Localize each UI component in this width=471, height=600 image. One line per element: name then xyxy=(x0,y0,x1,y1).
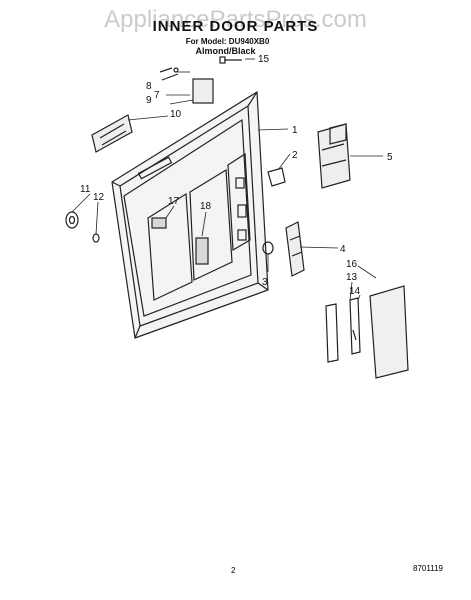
callout-18: 18 xyxy=(200,201,212,212)
callout-16: 16 xyxy=(346,259,358,270)
callout-9: 7 xyxy=(154,90,160,101)
latch-hook xyxy=(267,167,286,187)
diagram-title: INNER DOOR PARTS xyxy=(152,18,319,35)
callout-7: 13 xyxy=(346,272,358,283)
page-number: 2 xyxy=(231,566,236,575)
callout-8: 14 xyxy=(349,286,361,297)
callout-11: 9 xyxy=(146,95,152,106)
callout-3: 3 xyxy=(262,277,268,288)
inner-door-panel xyxy=(111,90,269,339)
watermark: AppliancePartsPros.com xyxy=(104,6,367,33)
handle-bracket xyxy=(91,114,133,153)
latch-assembly xyxy=(285,221,305,277)
rods xyxy=(325,297,361,363)
screw xyxy=(219,56,242,64)
callout-10: 8 xyxy=(146,81,152,92)
callout-13: 11 xyxy=(80,184,91,195)
clips xyxy=(159,67,179,81)
switch-cover xyxy=(192,78,214,104)
switch-module xyxy=(317,123,351,189)
model-line: For Model: DU940XB0 xyxy=(185,37,270,46)
callout-15: 15 xyxy=(258,54,270,65)
side-cover xyxy=(369,285,409,379)
callout-2: 2 xyxy=(292,150,298,161)
callout-1: 1 xyxy=(292,125,298,136)
knob xyxy=(65,211,100,243)
callout-17: 17 xyxy=(168,196,180,207)
callout-labels: 15 8 9 7 10 1 2 5 11 12 17 18 4 16 3 13 … xyxy=(80,54,393,297)
variant-line: Almond/Black xyxy=(195,46,256,56)
callout-14: 12 xyxy=(93,192,105,203)
document-code: 8701119 xyxy=(413,564,443,573)
callout-12: 10 xyxy=(170,109,182,120)
leader-lines xyxy=(71,58,383,301)
callout-5: 5 xyxy=(387,152,393,163)
callout-4: 4 xyxy=(340,244,346,255)
